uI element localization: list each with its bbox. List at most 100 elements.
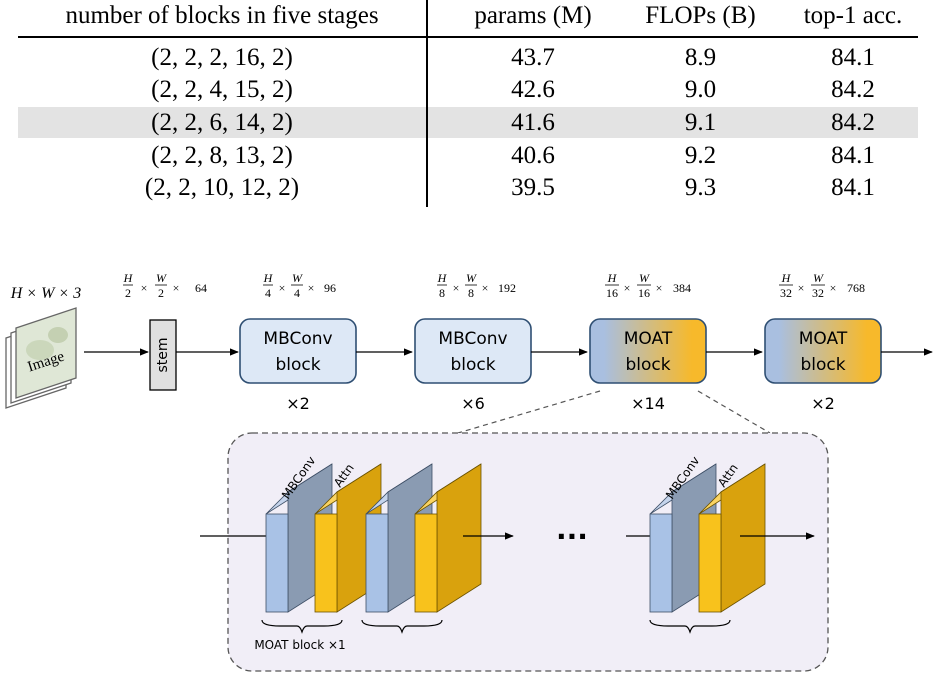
svg-text:W: W (639, 271, 650, 285)
cell-params: 40.6 (511, 142, 555, 169)
svg-text:×: × (482, 281, 489, 295)
svg-text:H: H (607, 271, 618, 285)
moat-block-stage3: MOAT block (589, 318, 707, 384)
cell-accuracy: 84.1 (831, 142, 875, 169)
stage2-dims-label: H 8 × W 8 × 192 (437, 271, 516, 300)
cell-blocks: (2, 2, 6, 14, 2) (151, 109, 293, 136)
moat-block-stage4: MOAT block (764, 318, 882, 384)
svg-text:16: 16 (638, 286, 650, 300)
svg-text:W: W (156, 271, 167, 285)
brace (649, 619, 731, 634)
mbconv-block-stage2: MBConv block (414, 318, 532, 384)
table-row: (2, 2, 10, 12, 2) 39.5 9.3 84.1 (18, 172, 918, 203)
svg-text:8: 8 (439, 286, 445, 300)
svg-text:MOAT: MOAT (624, 329, 673, 349)
cell-params: 42.6 (511, 76, 555, 103)
svg-text:192: 192 (498, 281, 516, 295)
stem-label: stem (155, 337, 171, 372)
table-column-divider (426, 0, 428, 207)
stem-dims-label: H 2 × W 2 × 64 (123, 271, 207, 300)
cell-accuracy: 84.1 (831, 44, 875, 71)
svg-text:block: block (450, 355, 495, 375)
cell-accuracy: 84.2 (831, 109, 875, 136)
svg-text:2: 2 (125, 286, 131, 300)
svg-text:4: 4 (265, 286, 271, 300)
svg-text:W: W (813, 271, 824, 285)
input-image-icon: Image (5, 307, 77, 409)
header-blocks: number of blocks in five stages (65, 2, 379, 29)
svg-text:block: block (275, 355, 320, 375)
svg-text:H: H (781, 271, 792, 285)
brace-caption: MOAT block ×1 (254, 638, 345, 652)
cell-flops: 9.2 (684, 142, 717, 169)
svg-text:32: 32 (812, 286, 824, 300)
svg-text:H: H (123, 271, 134, 285)
stage3-dims-label: H 16 × W 16 × 384 (605, 271, 691, 300)
svg-text:×: × (624, 281, 631, 295)
stage1-dims-label: H 4 × W 4 × 96 (263, 271, 336, 300)
cell-blocks: (2, 2, 2, 16, 2) (151, 44, 293, 71)
cell-flops: 8.9 (684, 44, 717, 71)
cell-flops: 9.3 (684, 174, 717, 201)
header-flops: FLOPs (B) (645, 2, 756, 29)
mbconv-block-stage1: MBConv block (239, 318, 357, 384)
brace (361, 619, 443, 634)
stage4-dims-label: H 32 × W 32 × 768 (779, 271, 865, 300)
svg-text:W: W (466, 271, 477, 285)
svg-text:H: H (263, 271, 274, 285)
table-row: (2, 2, 8, 13, 2) 40.6 9.2 84.1 (18, 140, 918, 171)
stem-block (149, 319, 177, 391)
svg-text:96: 96 (324, 281, 336, 295)
svg-text:4: 4 (294, 286, 300, 300)
svg-text:×: × (173, 281, 180, 295)
cell-blocks: (2, 2, 8, 13, 2) (151, 142, 293, 169)
svg-text:×: × (656, 281, 663, 295)
table-row: (2, 2, 2, 16, 2) 43.7 8.9 84.1 (18, 42, 918, 73)
svg-text:64: 64 (195, 281, 207, 295)
svg-text:block: block (800, 355, 845, 375)
cell-params: 39.5 (511, 174, 555, 201)
svg-text:2: 2 (158, 286, 164, 300)
table-top-rule (18, 36, 918, 38)
svg-text:H: H (437, 271, 448, 285)
svg-text:×: × (141, 281, 148, 295)
svg-text:768: 768 (847, 281, 865, 295)
repeat-label: ×6 (461, 394, 485, 413)
attn-slab (414, 463, 482, 613)
cell-flops: 9.0 (684, 76, 717, 103)
svg-text:W: W (292, 271, 303, 285)
results-table: number of blocks in five stages params (… (0, 0, 936, 210)
svg-text:16: 16 (606, 286, 618, 300)
svg-text:×: × (453, 281, 460, 295)
header-accuracy: top-1 acc. (803, 2, 903, 29)
zoom-connector-right (697, 390, 771, 434)
svg-text:384: 384 (673, 281, 691, 295)
ellipsis: ··· (556, 520, 588, 553)
svg-text:block: block (625, 355, 670, 375)
table-row: (2, 2, 4, 15, 2) 42.6 9.0 84.2 (18, 74, 918, 105)
attn-slab (698, 463, 766, 613)
brace (261, 619, 343, 634)
zoom-connector-left (457, 390, 601, 434)
svg-text:32: 32 (780, 286, 792, 300)
cell-flops: 9.1 (684, 109, 717, 136)
cell-blocks: (2, 2, 10, 12, 2) (144, 174, 300, 201)
svg-text:MOAT: MOAT (799, 329, 848, 349)
repeat-label: ×2 (811, 394, 835, 413)
svg-text:MBConv: MBConv (263, 329, 332, 349)
input-dims-label: H × W × 3 (10, 285, 81, 302)
table-row-highlighted: (2, 2, 6, 14, 2) 41.6 9.1 84.2 (18, 107, 918, 138)
cell-accuracy: 84.1 (831, 174, 875, 201)
svg-text:MBConv: MBConv (438, 329, 507, 349)
header-params: params (M) (474, 2, 592, 29)
svg-text:×: × (308, 281, 315, 295)
repeat-label: ×14 (631, 394, 665, 413)
cell-params: 41.6 (511, 109, 555, 136)
svg-text:×: × (830, 281, 837, 295)
svg-text:×: × (279, 281, 286, 295)
repeat-label: ×2 (286, 394, 310, 413)
svg-text:8: 8 (468, 286, 474, 300)
cell-params: 43.7 (511, 44, 555, 71)
cell-blocks: (2, 2, 4, 15, 2) (151, 76, 293, 103)
